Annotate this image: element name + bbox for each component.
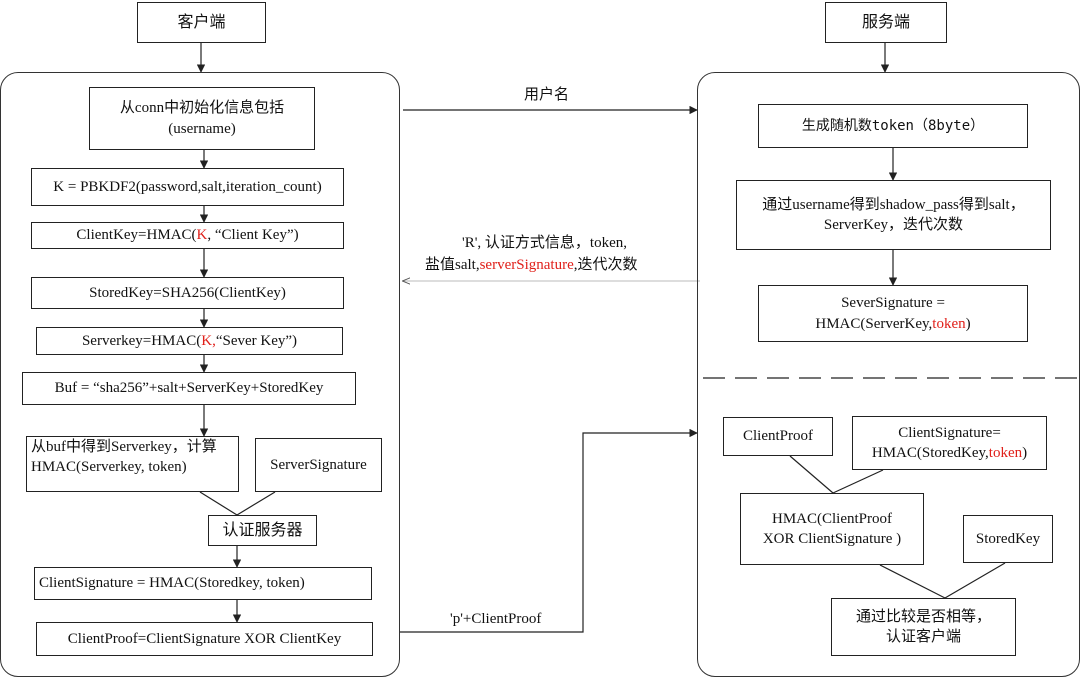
verify-server-box: 认证服务器 (208, 515, 317, 546)
server-header: 服务端 (825, 2, 947, 43)
msg-r-line1: 'R', 认证方式信息，token, (462, 235, 627, 251)
line-signature-verify (236, 491, 276, 516)
client-proof-box: ClientProof=ClientSignature XOR ClientKe… (36, 622, 373, 656)
sever-signature-line2: HMAC(ServerKey,token) (815, 314, 970, 334)
client-init-box: 从conn中初始化信息包括 (username) (89, 87, 315, 150)
client-signature-box: ClientSignature = HMAC(Storedkey, token) (34, 567, 372, 600)
sever-signature-post: ) (965, 315, 971, 332)
compare-box: 通过比较是否相等， 认证客户端 (831, 598, 1016, 656)
compare-line1: 通过比较是否相等， (855, 608, 991, 625)
sever-signature-red: token (932, 315, 966, 332)
lookup-line2: ServerKey，迭代次数 (823, 217, 964, 233)
msg-r-red: serverSignature (479, 257, 574, 273)
server-csig-line2: HMAC(StoredKey,token) (872, 443, 1027, 463)
server-client-proof-box: ClientProof (723, 417, 833, 456)
msg-r-pre: 盐值salt, (425, 257, 480, 273)
client-key-red: K (196, 227, 208, 244)
gen-token-box: 生成随机数token（8byte） (758, 104, 1028, 148)
client-key-post: , “Client Key”) (207, 227, 299, 244)
msg-username: 用户名 (524, 87, 570, 103)
server-signature-box: ServerSignature (255, 438, 382, 492)
stored-key-box: StoredKey=SHA256(ClientKey) (31, 277, 344, 309)
server-csig-post: ) (1022, 445, 1028, 461)
line-compute-verify (199, 491, 238, 516)
server-key-post: “Sever Key”) (215, 332, 298, 349)
msg-r-line2: 盐值salt,serverSignature,迭代次数 (425, 255, 638, 276)
compute-line2: HMAC(Serverkey, token) (31, 459, 187, 476)
msg-p: 'p'+ClientProof (450, 611, 542, 627)
sever-signature-box: SeverSignature = HMAC(ServerKey,token) (758, 285, 1028, 342)
server-csig-line1: ClientSignature= (898, 424, 1001, 441)
client-container (0, 72, 400, 677)
client-init-line1: 从conn中初始化信息包括 (119, 100, 285, 117)
line-storedkey-compare (944, 562, 1006, 599)
compute-box: 从buf中得到Serverkey，计算 HMAC(Serverkey, toke… (26, 436, 239, 492)
compute-line1: 从buf中得到Serverkey，计算 (31, 439, 217, 455)
hmac-xor-line2: XOR ClientSignature ) (762, 531, 902, 547)
client-init-line2: (username) (168, 120, 236, 137)
server-client-signature-box: ClientSignature= HMAC(StoredKey,token) (852, 416, 1047, 470)
client-key-box: ClientKey=HMAC(K, “Client Key”) (31, 222, 344, 249)
server-csig-red: token (988, 445, 1023, 461)
client-header: 客户端 (137, 2, 266, 43)
lookup-line1: 通过username得到shadow_pass得到salt， (762, 196, 1025, 213)
k-derive-box: K = PBKDF2(password,salt,iteration_count… (31, 168, 344, 206)
line-proof-hmac (789, 455, 834, 494)
buf-box: Buf = “sha256”+salt+ServerKey+StoredKey (22, 372, 356, 405)
hmac-xor-line1: HMAC(ClientProof (772, 510, 892, 527)
client-key-pre: ClientKey=HMAC( (76, 227, 197, 244)
server-container (697, 72, 1080, 677)
server-csig-pre: HMAC(StoredKey, (871, 445, 989, 461)
arrow-p-msg (400, 428, 698, 633)
server-key-box: Serverkey=HMAC(K,“Sever Key”) (36, 327, 343, 355)
line-csig-hmac (832, 469, 884, 494)
line-hmac-compare (879, 564, 946, 599)
sever-signature-line1: SeverSignature = (841, 295, 945, 312)
hmac-xor-box: HMAC(ClientProof XOR ClientSignature ) (740, 493, 924, 565)
msg-r-post: ,迭代次数 (573, 257, 638, 273)
sever-signature-pre: HMAC(ServerKey, (815, 315, 933, 332)
server-key-red: K, (201, 332, 216, 349)
server-stored-key-box: StoredKey (963, 515, 1053, 563)
compare-line2: 认证客户端 (885, 629, 961, 645)
server-key-pre: Serverkey=HMAC( (81, 332, 202, 349)
lookup-box: 通过username得到shadow_pass得到salt， ServerKey… (736, 180, 1051, 250)
